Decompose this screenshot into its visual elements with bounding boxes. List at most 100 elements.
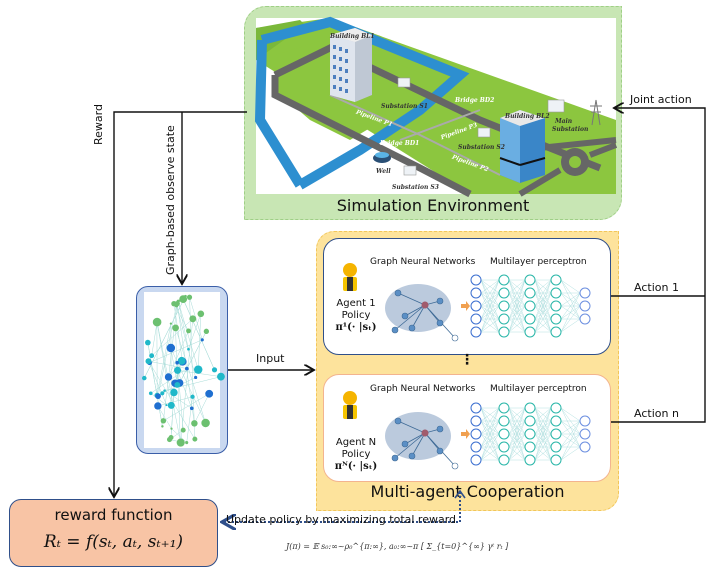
substation-icons: [397, 77, 565, 176]
graph-edge: [194, 393, 210, 424]
input-label: Input: [256, 352, 285, 365]
mlp-neuron: [498, 300, 510, 312]
graph-edge: [176, 362, 184, 431]
agent-n-policy: Policy: [341, 449, 371, 460]
mlp-neuron: [524, 415, 536, 427]
mlp-neuron: [470, 287, 482, 299]
update-policy-label: Update policy by maximizing total reward: [226, 513, 457, 526]
gnn-node: [451, 334, 459, 342]
graph-node: [189, 406, 194, 411]
gnn-node: [401, 312, 409, 320]
agent-n-name: Agent N: [335, 437, 377, 448]
mlp-neuron: [524, 300, 536, 312]
graph-node: [200, 338, 204, 342]
graph-node: [180, 427, 186, 433]
mlp-neuron: [470, 402, 482, 414]
graph-edge: [178, 301, 189, 350]
graph-node: [166, 343, 176, 353]
reward-function-title: reward function: [54, 506, 173, 524]
arrow-icon: [461, 429, 470, 439]
mlp-neuron: [498, 415, 510, 427]
graph-edge: [170, 392, 175, 438]
graph-edge: [149, 339, 203, 363]
graph-edge: [182, 299, 215, 370]
mlp-neuron: [579, 415, 591, 427]
mlp-neuron: [550, 326, 562, 338]
graph-edge: [156, 320, 172, 406]
update-policy-arrow: [222, 492, 461, 522]
graph-node: [164, 373, 173, 381]
graph-node: [187, 347, 190, 351]
mlp-neuron: [524, 274, 536, 286]
gnn-node: [394, 289, 402, 297]
graph-node: [194, 365, 203, 374]
graph-node: [160, 418, 167, 424]
graph-edge: [197, 313, 202, 370]
graph-edge: [171, 428, 187, 443]
mlp-neuron: [524, 402, 536, 414]
gnn-node: [408, 452, 416, 460]
graph-node: [165, 404, 168, 407]
graph-node: [169, 322, 172, 325]
mlp-neuron: [498, 441, 510, 453]
gnn-node: [451, 462, 459, 470]
graph-edge: [156, 323, 172, 396]
mlp-neuron: [579, 441, 591, 453]
graph-node: [170, 388, 178, 397]
mlp-neuron: [470, 326, 482, 338]
reward-label: Reward: [92, 104, 105, 145]
label-main-substation-1: Main: [555, 118, 573, 125]
graph-node: [145, 339, 151, 346]
gnn-graph-icon: [385, 412, 451, 460]
graph-node: [189, 315, 197, 323]
action-n-label: Action n: [634, 407, 679, 420]
agent-1-name: Agent 1: [336, 298, 376, 309]
mlp-neuron: [524, 287, 536, 299]
graph-edge: [149, 362, 196, 440]
objective-equation: J(π) = 𝔼 s₀:∞~ρ₀^{π:∞}, a₀:∞~π [ Σ_{t=0}…: [286, 542, 509, 551]
multi-agent-title: Multi-agent Cooperation: [370, 482, 565, 501]
graph-node: [185, 441, 189, 445]
graph-edge: [173, 303, 183, 362]
graph-edge: [177, 370, 192, 409]
graph-edge: [148, 361, 167, 406]
mlp-neuron: [550, 402, 562, 414]
mlp-neuron: [470, 415, 482, 427]
gnn-node: [401, 440, 409, 448]
graph-edge: [157, 305, 177, 397]
worker-helmet-icon: [343, 263, 357, 277]
graph-node: [167, 401, 175, 409]
graph-node: [149, 353, 155, 359]
gnn-node: [408, 324, 416, 332]
river: [260, 16, 470, 190]
agent-n-gnn-label: Graph Neural Networks: [370, 384, 476, 394]
label-bridge-bd2: Bridge BD2: [455, 97, 495, 104]
graph-node: [163, 389, 166, 392]
graph-edge: [151, 318, 193, 356]
graph-node: [172, 324, 179, 332]
graph-node: [192, 436, 198, 442]
graph-node: [190, 394, 195, 399]
mlp-neuron: [550, 415, 562, 427]
graph-edge: [151, 322, 158, 356]
joint-action-arrow: [611, 108, 706, 423]
graph-node: [191, 420, 198, 427]
agent-1-gnn-label: Graph Neural Networks: [370, 257, 476, 267]
graph-node: [186, 294, 193, 300]
pipeline: [329, 94, 501, 176]
gnn-node: [391, 326, 399, 334]
action-1-label: Action 1: [634, 281, 679, 294]
graph-node: [176, 299, 180, 303]
graph-edge: [150, 393, 167, 406]
mlp-neuron: [550, 287, 562, 299]
mlp-neuron: [550, 454, 562, 466]
graph-node: [154, 402, 162, 410]
mlp-neuron: [470, 313, 482, 325]
mlp-neuron: [498, 287, 510, 299]
agent-1-box: [323, 238, 611, 355]
graph-state-label: Graph-based observe state: [164, 125, 177, 275]
worker-helmet-icon: [343, 391, 357, 405]
mlp-neuron: [579, 300, 591, 312]
graph-edge: [176, 305, 196, 378]
graph-edge: [163, 393, 210, 422]
